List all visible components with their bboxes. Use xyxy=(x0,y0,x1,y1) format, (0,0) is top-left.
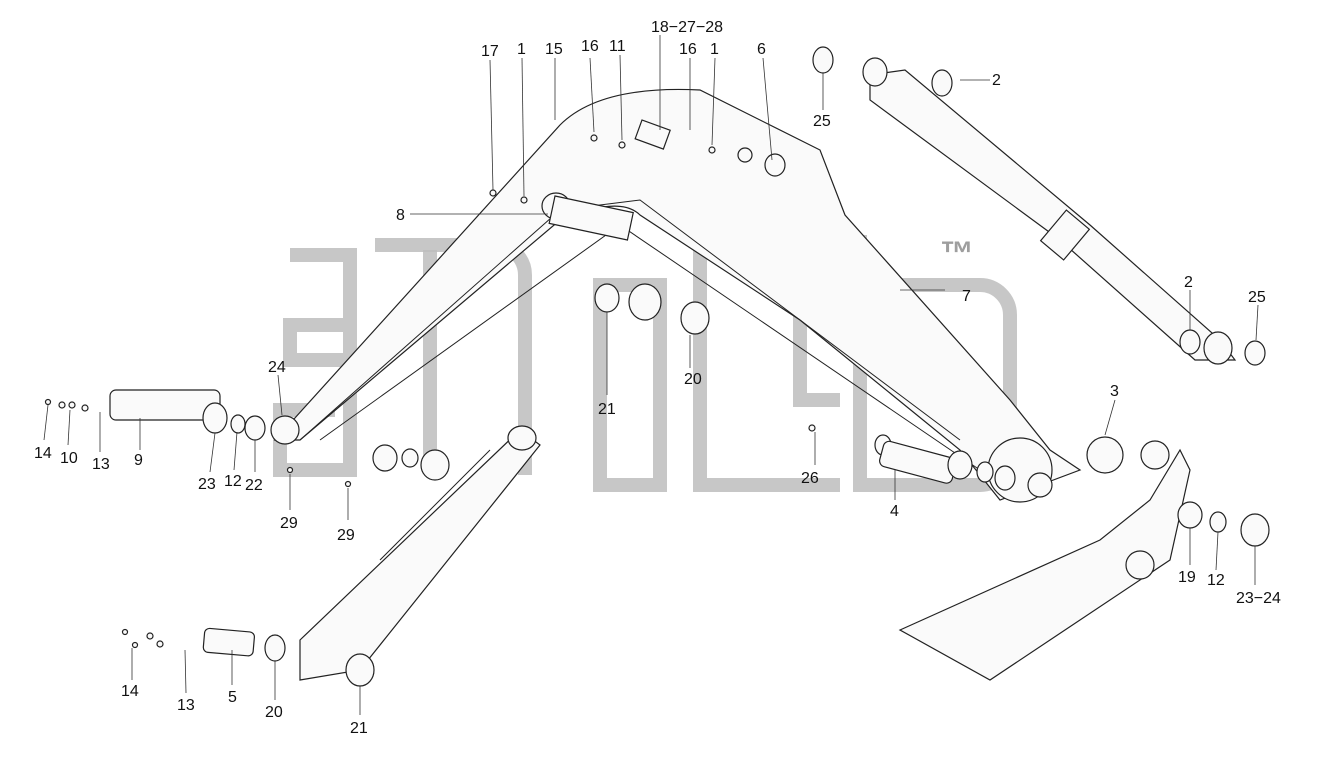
callout-13: 13 xyxy=(92,456,110,473)
boom-foot-pin-hole xyxy=(270,415,300,445)
callout-23-24: 23−24 xyxy=(1236,590,1281,607)
callout-26: 26 xyxy=(801,470,819,487)
callout-4: 4 xyxy=(890,503,899,520)
callout-25: 25 xyxy=(1248,289,1266,306)
callout-1: 1 xyxy=(517,41,526,58)
callout-15: 15 xyxy=(545,41,563,58)
callout-29: 29 xyxy=(280,515,298,532)
callout-16: 16 xyxy=(581,38,599,55)
callout-20: 20 xyxy=(265,704,283,721)
callout-25: 25 xyxy=(813,113,831,130)
callout-2: 2 xyxy=(992,72,1001,89)
leader-lines xyxy=(43,35,1259,715)
pin-5 xyxy=(202,627,255,657)
callout-13: 13 xyxy=(177,697,195,714)
callout-23: 23 xyxy=(198,476,216,493)
callout-19: 19 xyxy=(1178,569,1196,586)
callout-22: 22 xyxy=(245,477,263,494)
callout-10: 10 xyxy=(60,450,78,467)
callout-14: 14 xyxy=(121,683,139,700)
callout-16: 16 xyxy=(679,41,697,58)
callout-9: 9 xyxy=(134,452,143,469)
callout-24: 24 xyxy=(268,359,286,376)
callout-21: 21 xyxy=(598,401,616,418)
callout-5: 5 xyxy=(228,689,237,706)
callout-7: 7 xyxy=(962,288,971,305)
callout-20: 20 xyxy=(684,371,702,388)
trademark-mark: ™ xyxy=(940,235,974,273)
callout-21: 21 xyxy=(350,720,368,737)
callout-3: 3 xyxy=(1110,383,1119,400)
callout-12: 12 xyxy=(1207,572,1225,589)
callout-18-27-28: 18−27−28 xyxy=(651,19,723,36)
callout-2: 2 xyxy=(1184,274,1193,291)
callout-12: 12 xyxy=(224,473,242,490)
fasteners xyxy=(44,134,816,649)
callout-1: 1 xyxy=(710,41,719,58)
callout-11: 11 xyxy=(609,38,626,55)
callout-6: 6 xyxy=(757,41,766,58)
arm xyxy=(898,436,1191,681)
pins-and-washers xyxy=(109,46,1270,687)
callout-29: 29 xyxy=(337,527,355,544)
hydraulic-cylinder-top xyxy=(862,57,1237,365)
hydraulic-cylinder-lower xyxy=(299,425,541,681)
callout-labels: 17 1 15 16 11 18−27−28 16 1 6 25 2 8 7 2… xyxy=(34,19,1281,737)
callout-17: 17 xyxy=(481,43,499,60)
callout-14: 14 xyxy=(34,445,52,462)
callout-8: 8 xyxy=(396,207,405,224)
